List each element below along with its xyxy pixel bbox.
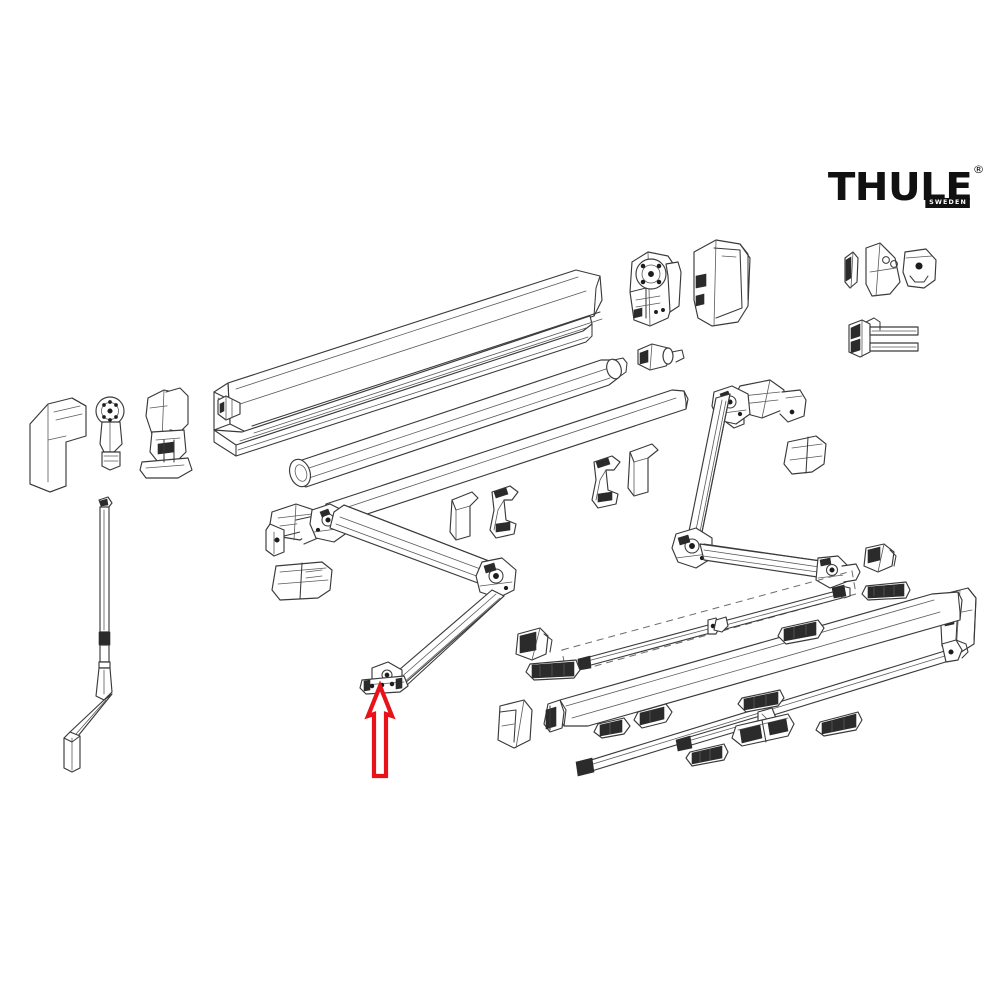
- angle-plate-2: [627, 443, 659, 497]
- right-arm-upper: [685, 393, 731, 547]
- rail-end-cap-1: [863, 543, 897, 573]
- wall-bracket-set: [844, 242, 937, 297]
- awning-case-top: [213, 269, 603, 433]
- rod-bracket-pair: [848, 317, 919, 358]
- right-arm-lower: [699, 543, 829, 579]
- slider-clip-6: [633, 703, 673, 729]
- slider-clip-right: [861, 581, 911, 601]
- mounting-clip-2: [591, 455, 621, 509]
- rafter-rod-secondary: [713, 584, 851, 633]
- slider-clip-4: [737, 689, 785, 713]
- thule-wordmark: THULE ® SWEDEN: [828, 164, 984, 208]
- crank-eye-adapter: [637, 343, 685, 371]
- right-arm-foot: [815, 555, 861, 589]
- lead-rail: [543, 591, 963, 733]
- slider-clip-3: [815, 711, 863, 737]
- slider-clip-5: [593, 717, 631, 739]
- slider-clip-7: [777, 619, 825, 645]
- left-end-cap: [29, 397, 87, 493]
- thule-logo: THULE ® SWEDEN: [828, 164, 984, 208]
- left-arm-foot: [359, 661, 409, 695]
- gearbox: [629, 251, 682, 327]
- roller-tube: [288, 357, 628, 488]
- awning-case-front-lip: [213, 315, 593, 457]
- mounting-clip-left: [271, 561, 333, 601]
- left-arm-shoulder: [265, 503, 321, 557]
- knuckle-gear: [95, 396, 125, 471]
- thule-country-tag: SWEDEN: [924, 198, 970, 208]
- left-arm-upper: [329, 504, 503, 587]
- left-arm-elbow: [475, 557, 517, 599]
- right-arm-elbow: [671, 527, 713, 569]
- crank-handle: [63, 496, 113, 773]
- tension-bracket: [139, 387, 193, 479]
- end-cap-cover: [693, 239, 751, 327]
- registered-trademark-icon: ®: [972, 163, 985, 176]
- mounting-clip-1: [489, 485, 519, 539]
- slider-clip-2: [731, 713, 795, 747]
- left-arm-lower: [391, 589, 505, 687]
- mounting-clip-right-upper: [783, 435, 827, 475]
- rail-clip-c: [497, 699, 533, 749]
- rail-clip-a: [515, 627, 553, 661]
- highlight-arrow: [364, 680, 396, 779]
- rail-clip-b: [525, 659, 581, 681]
- angle-plate-1: [449, 491, 479, 541]
- case-inner-shelf: [251, 311, 603, 434]
- slider-clip-1: [685, 743, 729, 767]
